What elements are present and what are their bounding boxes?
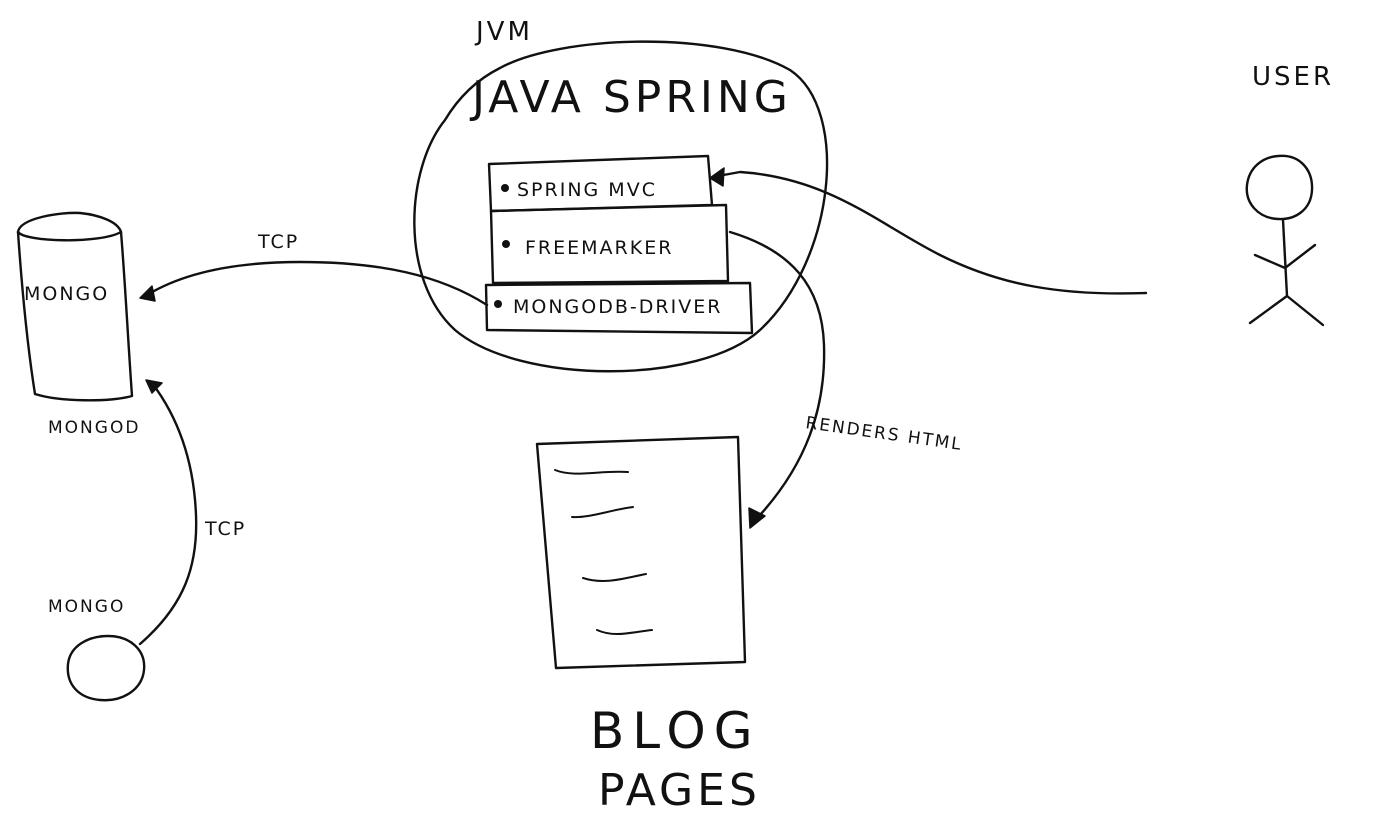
renders-html-label: RENDERS HTML <box>804 413 964 455</box>
freemarker-to-pages-edge <box>728 230 826 517</box>
spring-mvc-box: SPRING MVC <box>487 154 714 213</box>
arrowhead-icon <box>145 379 163 394</box>
text-line-icon <box>582 573 647 582</box>
client-to-db-edge <box>138 381 198 646</box>
java-spring-container <box>413 40 829 373</box>
text-line-icon <box>554 469 629 475</box>
mongo-db-label: MONGO <box>24 283 109 305</box>
bullet-icon <box>501 184 509 192</box>
text-line-icon <box>571 506 634 519</box>
freemarker-label: FREEMARKER <box>525 237 673 259</box>
freemarker-box: FREEMARKER <box>489 203 730 285</box>
mongo-database-cylinder: MONGO <box>16 211 134 402</box>
client-tcp-label: TCP <box>204 518 246 540</box>
blog-pages-title-line1: BLOG <box>590 702 760 760</box>
mongodb-driver-box: MONGODB-DRIVER <box>484 281 754 335</box>
spring-mvc-label: SPRING MVC <box>517 179 657 201</box>
driver-to-db-edge <box>145 260 489 307</box>
bullet-icon <box>494 300 502 308</box>
mongod-caption: MONGOD <box>48 418 140 438</box>
arrowhead-icon <box>748 507 766 529</box>
arrowhead-icon <box>709 167 725 187</box>
arrowhead-icon <box>139 285 156 302</box>
bullet-icon <box>502 240 510 248</box>
blog-page-document <box>535 435 747 670</box>
driver-tcp-label: TCP <box>257 231 299 253</box>
mongodb-driver-label: MONGODB-DRIVER <box>513 296 722 318</box>
user-to-spring-mvc-edge <box>716 170 1148 295</box>
user-icon <box>1245 154 1325 327</box>
jvm-label: JVM <box>474 17 533 47</box>
mongo-client-node <box>66 634 146 702</box>
java-spring-title: JAVA SPRING <box>469 72 792 123</box>
blog-pages-title-line2: PAGES <box>598 765 761 816</box>
mongo-client-label: MONGO <box>48 597 125 617</box>
user-label: USER <box>1252 62 1334 92</box>
text-line-icon <box>596 629 653 636</box>
